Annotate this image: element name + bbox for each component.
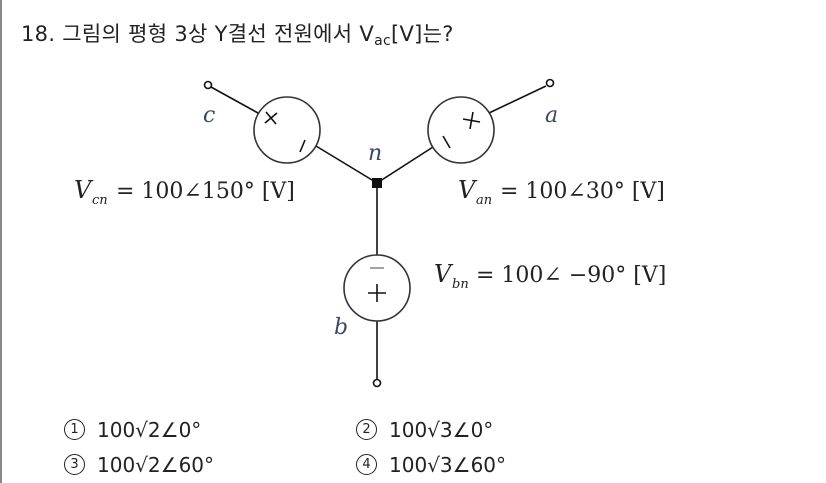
- svg-text:= 100∠150° [V]: = 100∠150° [V]: [116, 179, 295, 204]
- svg-text:= 100∠30° [V]: = 100∠30° [V]: [500, 179, 665, 204]
- svg-text:V: V: [434, 260, 454, 288]
- voltage-source-cn: [253, 96, 321, 164]
- minus-sign-c: [299, 139, 306, 153]
- option-number-1: 1: [64, 419, 85, 440]
- options-row-1: 1 100√2∠0° 2 100√3∠0°: [64, 412, 648, 447]
- terminal-c: [203, 80, 213, 90]
- expr-van: V an = 100∠30° [V]: [458, 176, 665, 208]
- question-body: 그림의 평형 3상 Y결선 전원에서: [62, 22, 360, 46]
- svg-text:cn: cn: [92, 193, 108, 208]
- question-text: 18. 그림의 평형 3상 Y결선 전원에서 Vac[V]는?: [21, 18, 454, 49]
- option-number-4: 4: [356, 454, 377, 475]
- options-row-2: 3 100√2∠60° 4 100√3∠60°: [64, 447, 648, 482]
- label-a: a: [545, 103, 558, 128]
- wire-c-neutral: [315, 145, 378, 184]
- question-var-subscript: ac: [374, 33, 391, 49]
- neutral-node-dot: [372, 178, 382, 188]
- voltage-source-an: [427, 96, 495, 164]
- wire-c-terminal: [210, 86, 259, 114]
- svg-text:= 100∠ −90° [V]: = 100∠ −90° [V]: [476, 263, 666, 288]
- option-2[interactable]: 2 100√3∠0°: [356, 418, 648, 442]
- terminal-a: [545, 78, 555, 88]
- svg-text:V: V: [458, 176, 478, 204]
- expr-vbn: V bn = 100∠ −90° [V]: [434, 260, 666, 292]
- answer-options: 1 100√2∠0° 2 100√3∠0° 3 100√2∠60° 4 100√…: [64, 412, 648, 482]
- option-3[interactable]: 3 100√2∠60°: [64, 453, 356, 477]
- option-number-3: 3: [64, 454, 85, 475]
- question-number: 18.: [21, 22, 56, 46]
- svg-text:bn: bn: [452, 277, 469, 292]
- page-border: [0, 0, 2, 483]
- wire-a-neutral: [376, 146, 434, 184]
- option-value-1: 100√2∠0°: [97, 417, 202, 442]
- question-suffix: 는?: [422, 22, 454, 46]
- option-value-3: 100√2∠60°: [97, 452, 215, 477]
- wire-a-terminal: [488, 85, 547, 114]
- terminal-b: [372, 378, 382, 388]
- question-var: V: [359, 22, 375, 46]
- label-n: n: [368, 141, 382, 166]
- expr-vcn: V cn = 100∠150° [V]: [74, 176, 295, 208]
- option-4[interactable]: 4 100√3∠60°: [356, 453, 648, 477]
- svg-text:an: an: [476, 193, 492, 208]
- svg-text:V: V: [74, 176, 94, 204]
- option-number-2: 2: [356, 419, 377, 440]
- option-1[interactable]: 1 100√2∠0°: [64, 418, 356, 442]
- label-c: c: [203, 103, 215, 128]
- label-b: b: [334, 315, 348, 340]
- option-value-4: 100√3∠60°: [389, 452, 507, 477]
- option-value-2: 100√3∠0°: [389, 417, 494, 442]
- minus-sign-a: [442, 135, 451, 149]
- question-unit: [V]: [390, 22, 423, 46]
- voltage-source-bn: [343, 254, 411, 322]
